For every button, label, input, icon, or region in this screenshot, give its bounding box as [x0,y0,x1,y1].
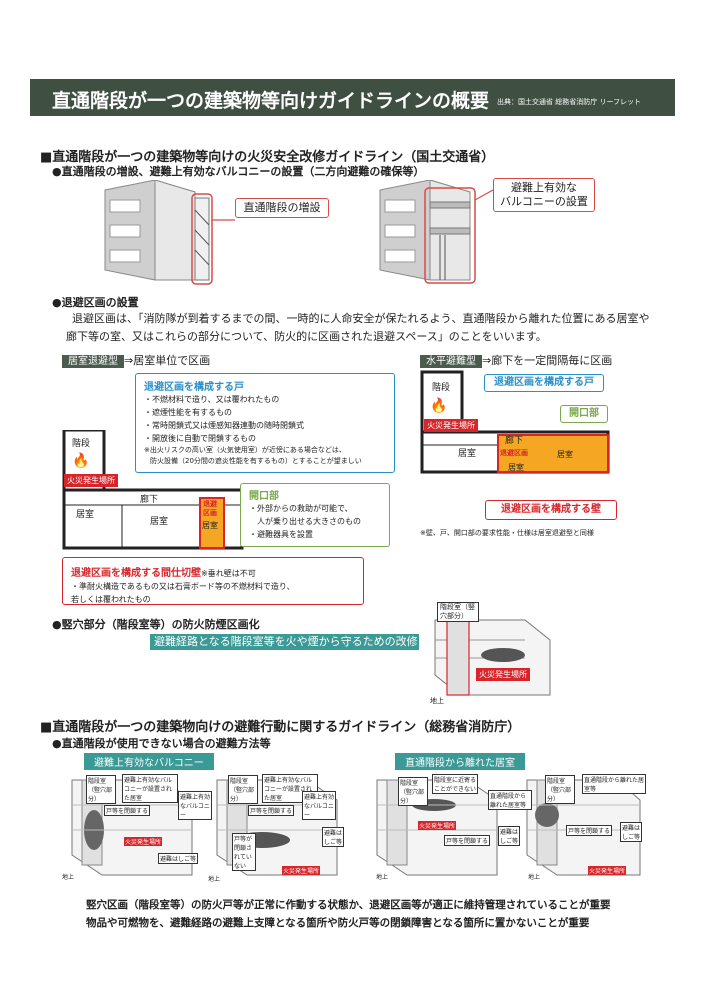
evac1-shaft-label: 階段室（竪穴部分） [86,775,116,804]
plan-corridor-label: 廊下 [140,495,159,505]
section2-sub1: ●直通階段が使用できない場合の避難方法等 [52,737,271,750]
refuge-description-line1: 退避区画は、「消防隊が到着するまでの間、一時的に人命安全が保たれるよう、直通階段… [72,312,650,325]
footer-line-1: 竪穴区画（階段室等）の防火戸等が正常に作動する状態か、退避区画等が適正に維持管理… [86,899,611,911]
hplan-opening-callout: 開口部 [560,405,608,423]
room-type-plan [62,430,244,550]
shaft-label: 階段室（竪穴部分） [437,602,479,622]
evac1-balcony-room-label: 避難上有効なバルコニーが設置された居室 [122,774,178,803]
shaft-ground-label: 地上 [430,697,444,705]
section1-sub2: ●退避区画の設置 [52,296,139,309]
plan-refuge-room-label: 居室 [202,521,218,530]
evac3-ladder-label: 避難はしご等 [498,826,520,846]
evac2-balcony-room-label: 避難上有効なバルコニーが設置された居室 [262,774,318,803]
refuge-door-box: 退避区画を構成する戸 ・不燃材料で造り、又は覆われたもの ・遮煙性能を有するもの… [135,373,395,473]
fire-icon: 🔥 [72,453,90,469]
building-balcony [379,180,494,284]
evac1-fire-label: 火災発生場所 [124,837,163,846]
evac4-ladder-label: 避難はしご等 [620,822,642,842]
evac1-ground-label: 地上 [62,874,75,881]
callout-balcony: 避難上有効な バルコニーの設置 [493,178,595,212]
hplan-room-label-1: 居室 [458,449,477,459]
evac2-fire-label: 火災発生場所 [282,866,321,875]
shaft-fire-label: 火災発生場所 [476,668,530,681]
section1-sub3: ●竪穴部分（階段室等）の防火防煙区画化 [52,618,260,631]
evac1-balcony-label: 避難上有効なバルコニー [178,791,212,820]
plan-room-label-2: 居室 [150,517,169,527]
room-type-tag: 居室退避型 [62,355,124,368]
hplan-note: ※壁、戸、開口部の要求性能・仕様は居室退避型と同様 [420,529,594,537]
far-room-tag: 直通階段から離れた居室 [395,753,525,770]
evac4-close-door-label: 戸等を閉鎖する [566,825,613,836]
room-type-header: 居室退避型⇒居室単位で区画 [62,352,210,368]
horizontal-type-tag: 水平避難型 [420,355,482,368]
evac3-ground-label: 地上 [376,874,389,881]
balcony-tag: 避難上有効なバルコニー [84,753,214,770]
plan-refuge-label: 退避区画 [203,500,217,517]
hplan-refuge-label: 退避区画 [500,449,528,457]
opening-box: 開口部 ・外部からの救助が可能で、 人が乗り出せる大きさのもの ・避難器具を設置 [240,483,390,547]
plan-fire-label: 火災発生場所 [64,474,118,487]
partition-box: 退避区画を構成する間仕切壁※垂れ壁は不可 ・準耐火構造であるもの又は石膏ボード等… [62,557,364,605]
page-title: 直通階段が一つの建築物等向けガイドラインの概要 [52,90,490,112]
building-stair-addition [104,180,213,285]
evac2-close-door-label: 戸等を閉鎖する [248,805,295,816]
header-banner [30,79,675,116]
source-credit: 出典：国土交通省 総務省消防庁 リーフレット [497,98,642,106]
evac4-ground-label: 地上 [528,874,541,881]
hplan-corridor-label: 廊下 [505,436,524,446]
refuge-description-line2: 廊下等の室、又はこれらの部分について、防火的に区画された退避スペース」のことをい… [66,330,547,343]
section1-sub1: ●直通階段の増設、避難上有効なバルコニーの設置（二方向避難の確保等） [52,165,425,178]
hplan-fire-label: 火災発生場所 [424,419,478,432]
evac2-ground-label: 地上 [208,876,221,883]
hplan-room-label-2: 居室 [508,463,524,472]
hplan-door-callout: 退避区画を構成する戸 [484,374,604,392]
evac3-far-room-label: 直通階段から離れた居室等 [488,790,532,810]
section2-title: ■直通階段が一つの建築物向けの避難行動に関するガイドライン（総務省消防庁） [40,720,521,735]
evac2-door-open-label: 戸等が閉鎖されていない [232,833,256,871]
plan-room-label-1: 居室 [76,510,95,520]
evac3-fire-label: 火災発生場所 [418,821,457,830]
fire-icon: 🔥 [430,398,448,414]
callout-stair-addition: 直通階段の増設 [235,198,329,218]
shaft-banner: 避難経路となる階段室等を火や煙から守るための改修 [150,634,419,650]
plan-stair-label: 階段 [72,439,91,449]
evac3-close-door-label: 戸等を閉鎖する [444,835,491,846]
evac2-shaft-label: 階段室（竪穴部分） [228,775,258,804]
evac2-ladder-label: 避難はしご等 [322,827,344,847]
hplan-stair-label: 階段 [432,383,451,393]
horizontal-type-header: 水平避難型⇒廊下を一定間隔毎に区画 [420,352,612,368]
evac3-shaft-label: 階段室（竪穴部分） [398,777,428,806]
hplan-wall-callout: 退避区画を構成する壁 [485,500,617,520]
evac4-far-room-label: 直通階段から離れた居室等 [582,774,646,794]
evac3-cannot-reach-label: 階段室に近寄ることができない [432,774,478,794]
evac4-fire-label: 火災発生場所 [588,866,627,875]
evac1-close-door-label: 戸等を閉鎖する [104,805,151,816]
evac1-ladder-label: 避難はしご等 [158,853,199,864]
hplan-room-label-3: 居室 [557,450,573,459]
section1-title: ■直通階段が一つの建築物等向けの火災安全改修ガイドライン（国土交通省） [40,150,495,165]
horizontal-type-plan [420,370,610,474]
evac4-shaft-label: 階段室（竪穴部分） [545,775,575,804]
footer-line-2: 物品や可燃物を、避難経路の避難上支障となる箇所や防火戸等の閉鎖障害となる箇所に置… [86,917,590,929]
evac2-balcony-label: 避難上有効なバルコニー [302,791,336,820]
building-illustrations [104,180,494,285]
